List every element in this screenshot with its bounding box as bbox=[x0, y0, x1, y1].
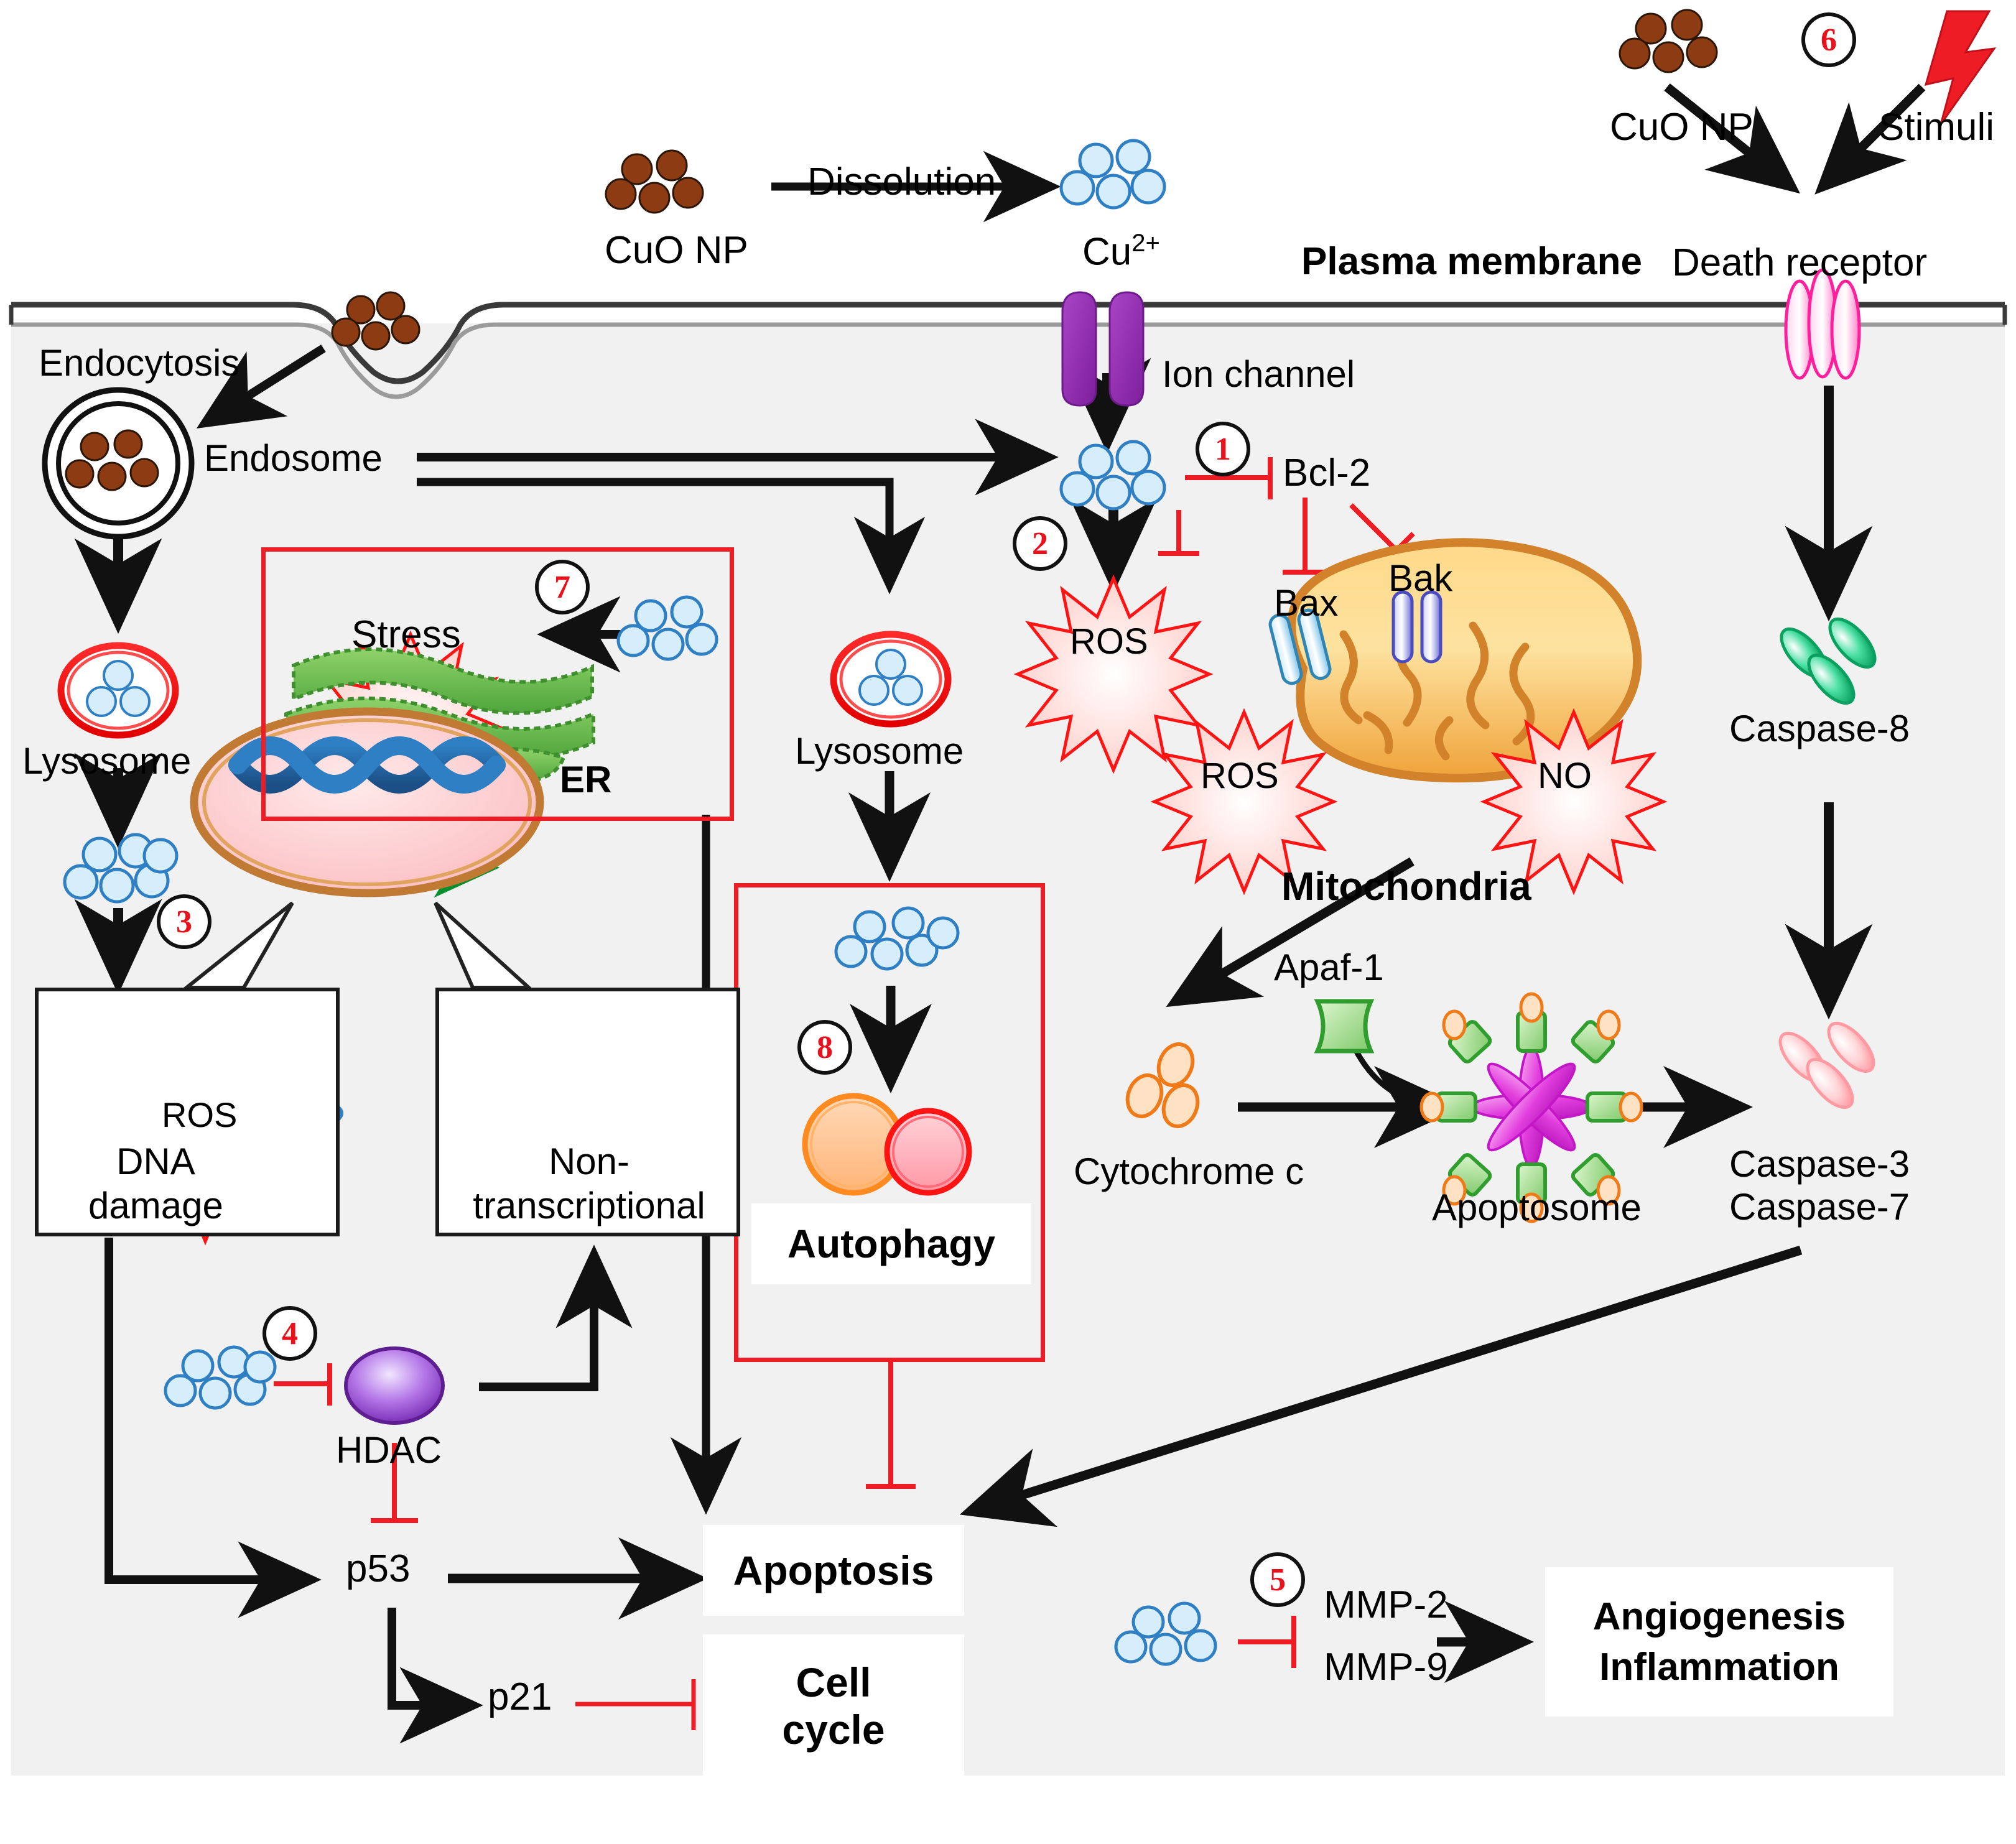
cuo-np-top-left-label: CuO NP bbox=[605, 229, 748, 272]
bak-label: Bak bbox=[1388, 557, 1453, 599]
nontranscriptional-line1: Non- bbox=[548, 1141, 630, 1182]
cell-cycle-box: Cell cycle bbox=[703, 1634, 964, 1777]
stress-label: Stress bbox=[351, 613, 461, 656]
stimuli-label: Stimuli bbox=[1879, 106, 1995, 149]
ros-label-dna: ROS bbox=[162, 1095, 238, 1134]
caspase8-label: Caspase-8 bbox=[1729, 708, 1910, 749]
nontranscriptional-line2: transcriptional bbox=[473, 1185, 705, 1226]
marker-8: 8 bbox=[797, 1020, 852, 1075]
mitochondria-label: Mitochondria bbox=[1281, 864, 1531, 909]
autophagy-outcome-box: Autophagy bbox=[751, 1203, 1031, 1284]
marker-6: 6 bbox=[1801, 12, 1856, 67]
caspase7-label: Caspase-7 bbox=[1729, 1186, 1910, 1228]
cytosol-region bbox=[11, 323, 2005, 1776]
hdac-label: HDAC bbox=[336, 1429, 442, 1471]
death-receptor-label: Death receptor bbox=[1672, 241, 1928, 284]
nontranscriptional-label: Non- transcriptional bbox=[449, 1142, 729, 1225]
cuo-np-top-left-icon bbox=[605, 149, 704, 214]
mmp2-label: MMP-2 bbox=[1324, 1583, 1448, 1626]
bax-label: Bax bbox=[1274, 582, 1339, 624]
marker-1: 1 bbox=[1196, 422, 1250, 476]
marker-2: 2 bbox=[1013, 516, 1067, 571]
p21-label: p21 bbox=[488, 1675, 552, 1718]
marker-4: 4 bbox=[262, 1306, 317, 1361]
angiogenesis-inflammation-box: Angiogenesis Inflammation bbox=[1545, 1567, 1893, 1717]
endosome-label: Endosome bbox=[204, 437, 383, 479]
cu-ion-label: Cu2+ bbox=[1082, 230, 1160, 272]
apoptosis-label: Apoptosis bbox=[733, 1547, 934, 1593]
dna-damage-label: DNA damage bbox=[88, 1142, 223, 1225]
caspase3-label: Caspase-3 bbox=[1729, 1143, 1910, 1185]
cuo-np-top-right-label: CuO NP bbox=[1610, 106, 1754, 149]
autophagy-box bbox=[734, 883, 1045, 1362]
cu-ion-base: Cu bbox=[1082, 230, 1132, 274]
cu-ion-cluster-top bbox=[1059, 139, 1166, 210]
cell-cycle-line1: Cell bbox=[796, 1659, 871, 1705]
autophagy-label: Autophagy bbox=[787, 1221, 996, 1266]
nontranscriptional-box bbox=[435, 988, 740, 1236]
no-label: NO bbox=[1538, 756, 1592, 796]
cytochrome-c-label: Cytochrome c bbox=[1074, 1151, 1304, 1192]
inflammation-label: Inflammation bbox=[1599, 1646, 1839, 1689]
bcl2-label: Bcl-2 bbox=[1283, 452, 1371, 494]
lysosome-middle-label: Lysosome bbox=[795, 730, 964, 772]
marker-3: 3 bbox=[157, 894, 211, 949]
apaf1-label: Apaf-1 bbox=[1274, 947, 1384, 988]
endocytosis-label: Endocytosis bbox=[39, 342, 240, 384]
apoptosome-label: Apoptosome bbox=[1432, 1187, 1642, 1228]
lysosome-left-label: Lysosome bbox=[22, 740, 192, 782]
ros-label-1: ROS bbox=[1070, 621, 1148, 662]
angiogenesis-label: Angiogenesis bbox=[1592, 1595, 1846, 1638]
dna-damage-line1: DNA bbox=[116, 1141, 195, 1182]
caspase37-label: Caspase-3 Caspase-7 bbox=[1729, 1144, 1910, 1226]
cuo-np-top-right-icon bbox=[1619, 9, 1718, 73]
cell-cycle-line2: cycle bbox=[782, 1707, 885, 1753]
marker-5: 5 bbox=[1250, 1552, 1305, 1607]
plasma-membrane-label: Plasma membrane bbox=[1301, 240, 1642, 283]
p53-label: p53 bbox=[346, 1547, 411, 1590]
ros-label-2: ROS bbox=[1201, 756, 1279, 796]
dna-damage-line2: damage bbox=[88, 1185, 223, 1226]
marker-7: 7 bbox=[535, 560, 590, 614]
dna-damage-box bbox=[35, 988, 340, 1236]
apoptosis-box: Apoptosis bbox=[703, 1525, 964, 1616]
dissolution-label: Dissolution bbox=[807, 160, 996, 203]
ion-channel-label: Ion channel bbox=[1162, 353, 1355, 395]
mmp9-label: MMP-9 bbox=[1324, 1646, 1448, 1689]
er-label: ER bbox=[560, 759, 612, 800]
er-stress-box bbox=[261, 547, 734, 821]
cu-ion-superscript: 2+ bbox=[1131, 229, 1160, 257]
